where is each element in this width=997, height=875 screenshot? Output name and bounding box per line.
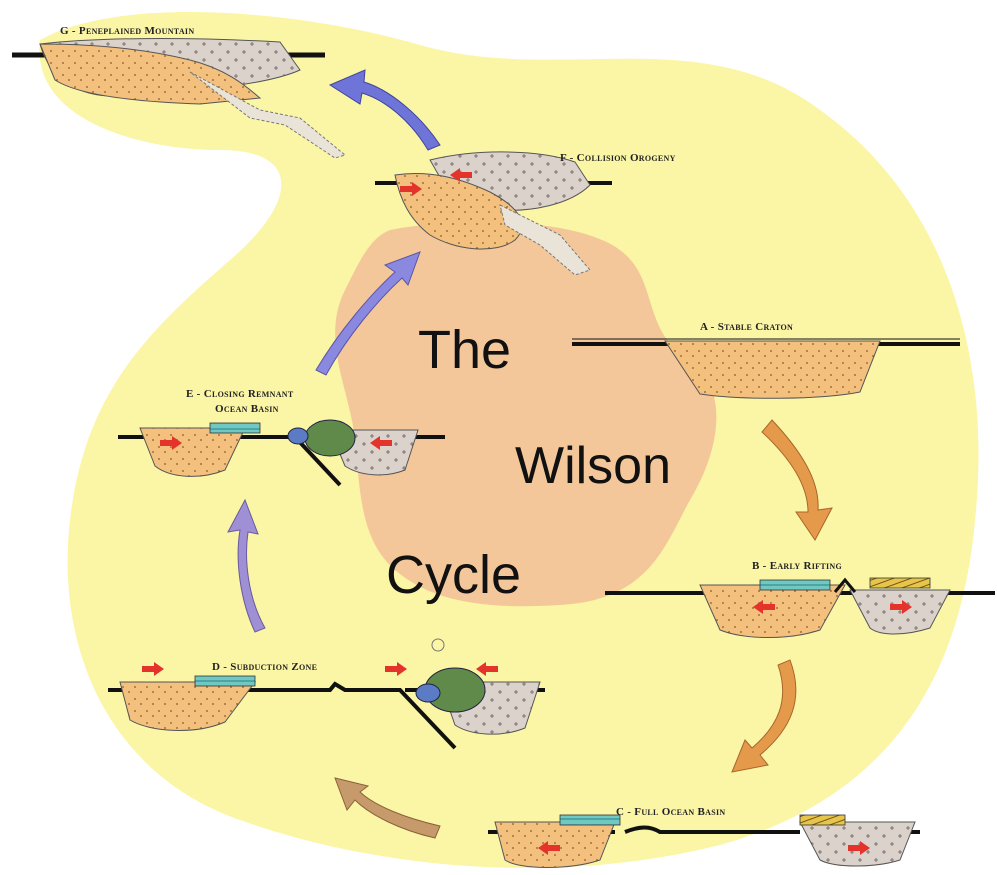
stage-a-diagram [572, 338, 960, 399]
cycle-arrow-c-to-d [334, 777, 441, 839]
stage-e-label-line2: Ocean Basin [215, 403, 279, 415]
push-arrow-icon [476, 662, 498, 676]
stage-g-diagram [12, 38, 347, 159]
push-arrow-icon [753, 600, 775, 614]
push-arrow-icon [890, 600, 912, 614]
stage-a-label: A - Stable Craton [700, 321, 793, 333]
push-arrow-icon [370, 436, 392, 450]
stage-f-diagram [375, 151, 612, 276]
stage-c-label: C - Full Ocean Basin [616, 806, 725, 818]
center-blob [335, 221, 717, 607]
stage-b-diagram [605, 577, 995, 638]
stage-e-label-line1: E - Closing Remnant [186, 388, 294, 400]
stage-d-diagram [108, 638, 545, 750]
stage-d-label: D - Subduction Zone [212, 661, 317, 673]
stage-g-label: G - Peneplained Mountain [60, 25, 194, 37]
stage-b-label: B - Early Rifting [752, 560, 842, 572]
stage-c-diagram [488, 814, 920, 868]
title-cycle: Cycle [386, 545, 521, 605]
push-arrow-icon [160, 436, 182, 450]
cycle-arrow-b-to-c [731, 659, 797, 773]
cycle-arrow-d-to-e [227, 498, 266, 633]
push-arrow-icon [450, 168, 472, 182]
cycle-arrow-a-to-b [761, 419, 833, 541]
stage-e-diagram [118, 419, 445, 487]
push-arrow-icon [848, 841, 870, 855]
cycle-arrow-f-to-g [328, 69, 441, 151]
cycle-arrow-e-to-f [315, 251, 421, 376]
push-arrow-icon [142, 662, 164, 676]
push-arrow-icon [538, 841, 560, 855]
title-the: The [418, 320, 511, 380]
push-arrow-icon [400, 182, 422, 196]
stage-f-label: F - Collision Orogeny [560, 152, 676, 164]
title-wilson: Wilson [515, 437, 671, 495]
push-arrow-icon [385, 662, 407, 676]
